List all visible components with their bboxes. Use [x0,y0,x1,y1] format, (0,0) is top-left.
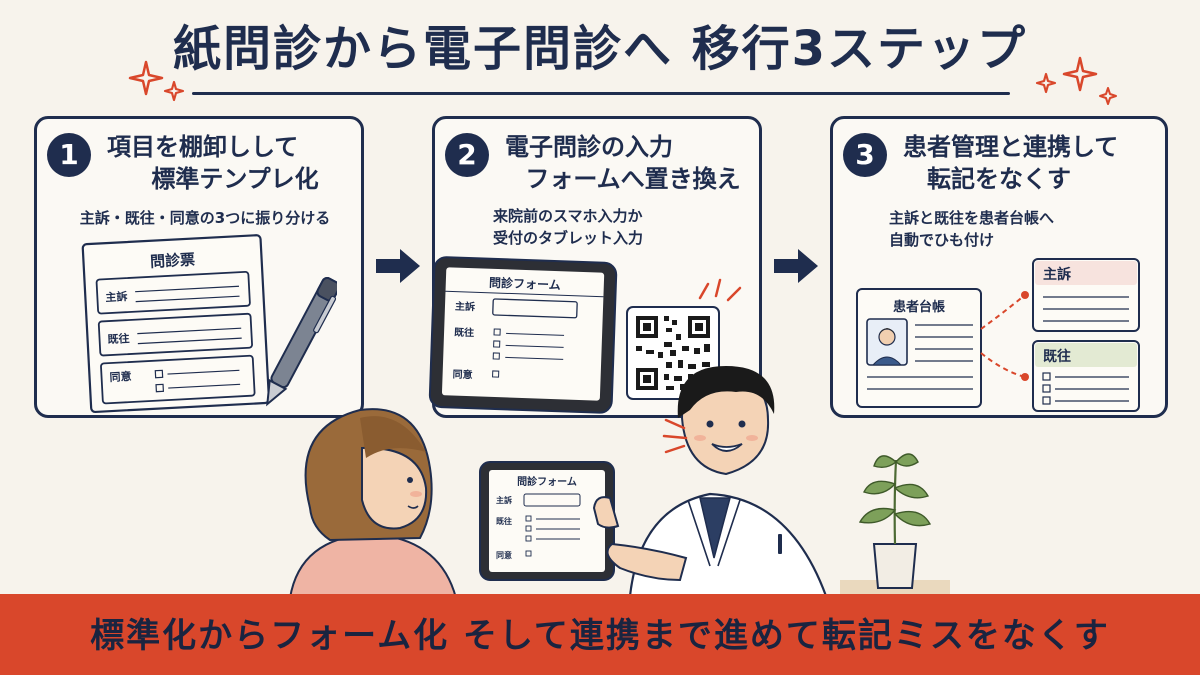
sparkle-icon-left [128,60,185,102]
scene-tablet-field-label: 同意 [496,550,512,560]
bottom-banner [0,594,1200,675]
step-number-badge: 3 [843,133,887,177]
bottom-tagline: 標準化からフォーム化 そして連携まで進めて転記ミスをなくす [90,616,1110,656]
step-heading-line-2: フォームへ置き換え [525,165,741,193]
step-subtitle-line-1: 来院前のスマホ入力か [493,207,643,225]
tablet-form-field-label: 同意 [452,368,472,382]
tablet-form-field-label: 主訴 [455,300,475,314]
ledger-title: 患者台帳 [893,299,945,315]
step-heading-line-2: 転記をなくす [927,165,1071,193]
step-subtitle-line-2: 受付のタブレット入力 [493,229,644,247]
flow-arrow-icon [376,249,420,283]
doctor-illustration [592,366,828,596]
flow-arrow-icon [774,249,818,283]
patient-woman-illustration [288,408,458,598]
step-number-badge: 1 [47,133,91,177]
step-heading-line-1: 項目を棚卸しして [107,133,299,161]
step-heading-line-1: 電子問診の入力 [505,133,673,161]
step-subtitle-line-2: 自動でひも付け [889,231,995,249]
step-panel-3: 3 患者管理と連携して 転記をなくす 主訴と既往を患者台帳へ 自動でひも付け 患… [830,116,1168,418]
emphasis-lines-icon [662,418,688,454]
step-heading: 項目を棚卸しして 標準テンプレ化 [107,131,363,195]
paper-questionnaire-illustration: 問診票 主訴 既往 同意 [81,234,337,414]
scene-tablet-field-label: 既往 [496,516,512,526]
paper-form-title: 問診票 [150,251,196,271]
paper-form-field-label: 既往 [107,331,130,346]
paper-form-field-label: 同意 [109,369,132,384]
step-number-badge: 2 [445,133,489,177]
scene-tablet-title: 問診フォーム [517,475,577,488]
tablet-form-title: 問診フォーム [489,275,561,292]
sparkle-icon-right [1035,56,1117,105]
tablet-form-illustration: 問診フォーム 主訴 既往 同意 [428,256,618,414]
potted-plant-icon [840,453,950,596]
paper-form-field-label: 主訴 [105,289,128,304]
step-heading: 患者管理と連携して 転記をなくす [903,131,1165,195]
step-heading-line-1: 患者管理と連携して [903,133,1119,161]
pen-icon [266,277,337,407]
step-heading: 電子問診の入力 フォームへ置き換え [505,131,761,195]
step-panel-1: 1 項目を棚卸しして 標準テンプレ化 主訴・既往・同意の3つに振り分ける 問診票… [34,116,364,418]
linked-card-title: 主訴 [1043,266,1071,283]
step-heading-line-2: 標準テンプレ化 [151,165,319,193]
step-subtitle: 主訴・既往・同意の3つに振り分ける [79,209,331,227]
tablet-form-field-label: 既往 [454,326,474,340]
patient-avatar-icon [866,318,908,366]
emphasis-lines-icon [698,278,742,302]
step-subtitle-line-1: 主訴と既往を患者台帳へ [889,209,1055,227]
title-underline [192,92,1010,95]
page-title: 紙問診から電子問診へ 移行3ステップ [172,21,1028,77]
scene-tablet-field-label: 主訴 [496,495,512,505]
patient-ledger-link-illustration: 患者台帳 主訴 既往 [856,258,1140,412]
linked-card-title: 既往 [1043,348,1071,365]
